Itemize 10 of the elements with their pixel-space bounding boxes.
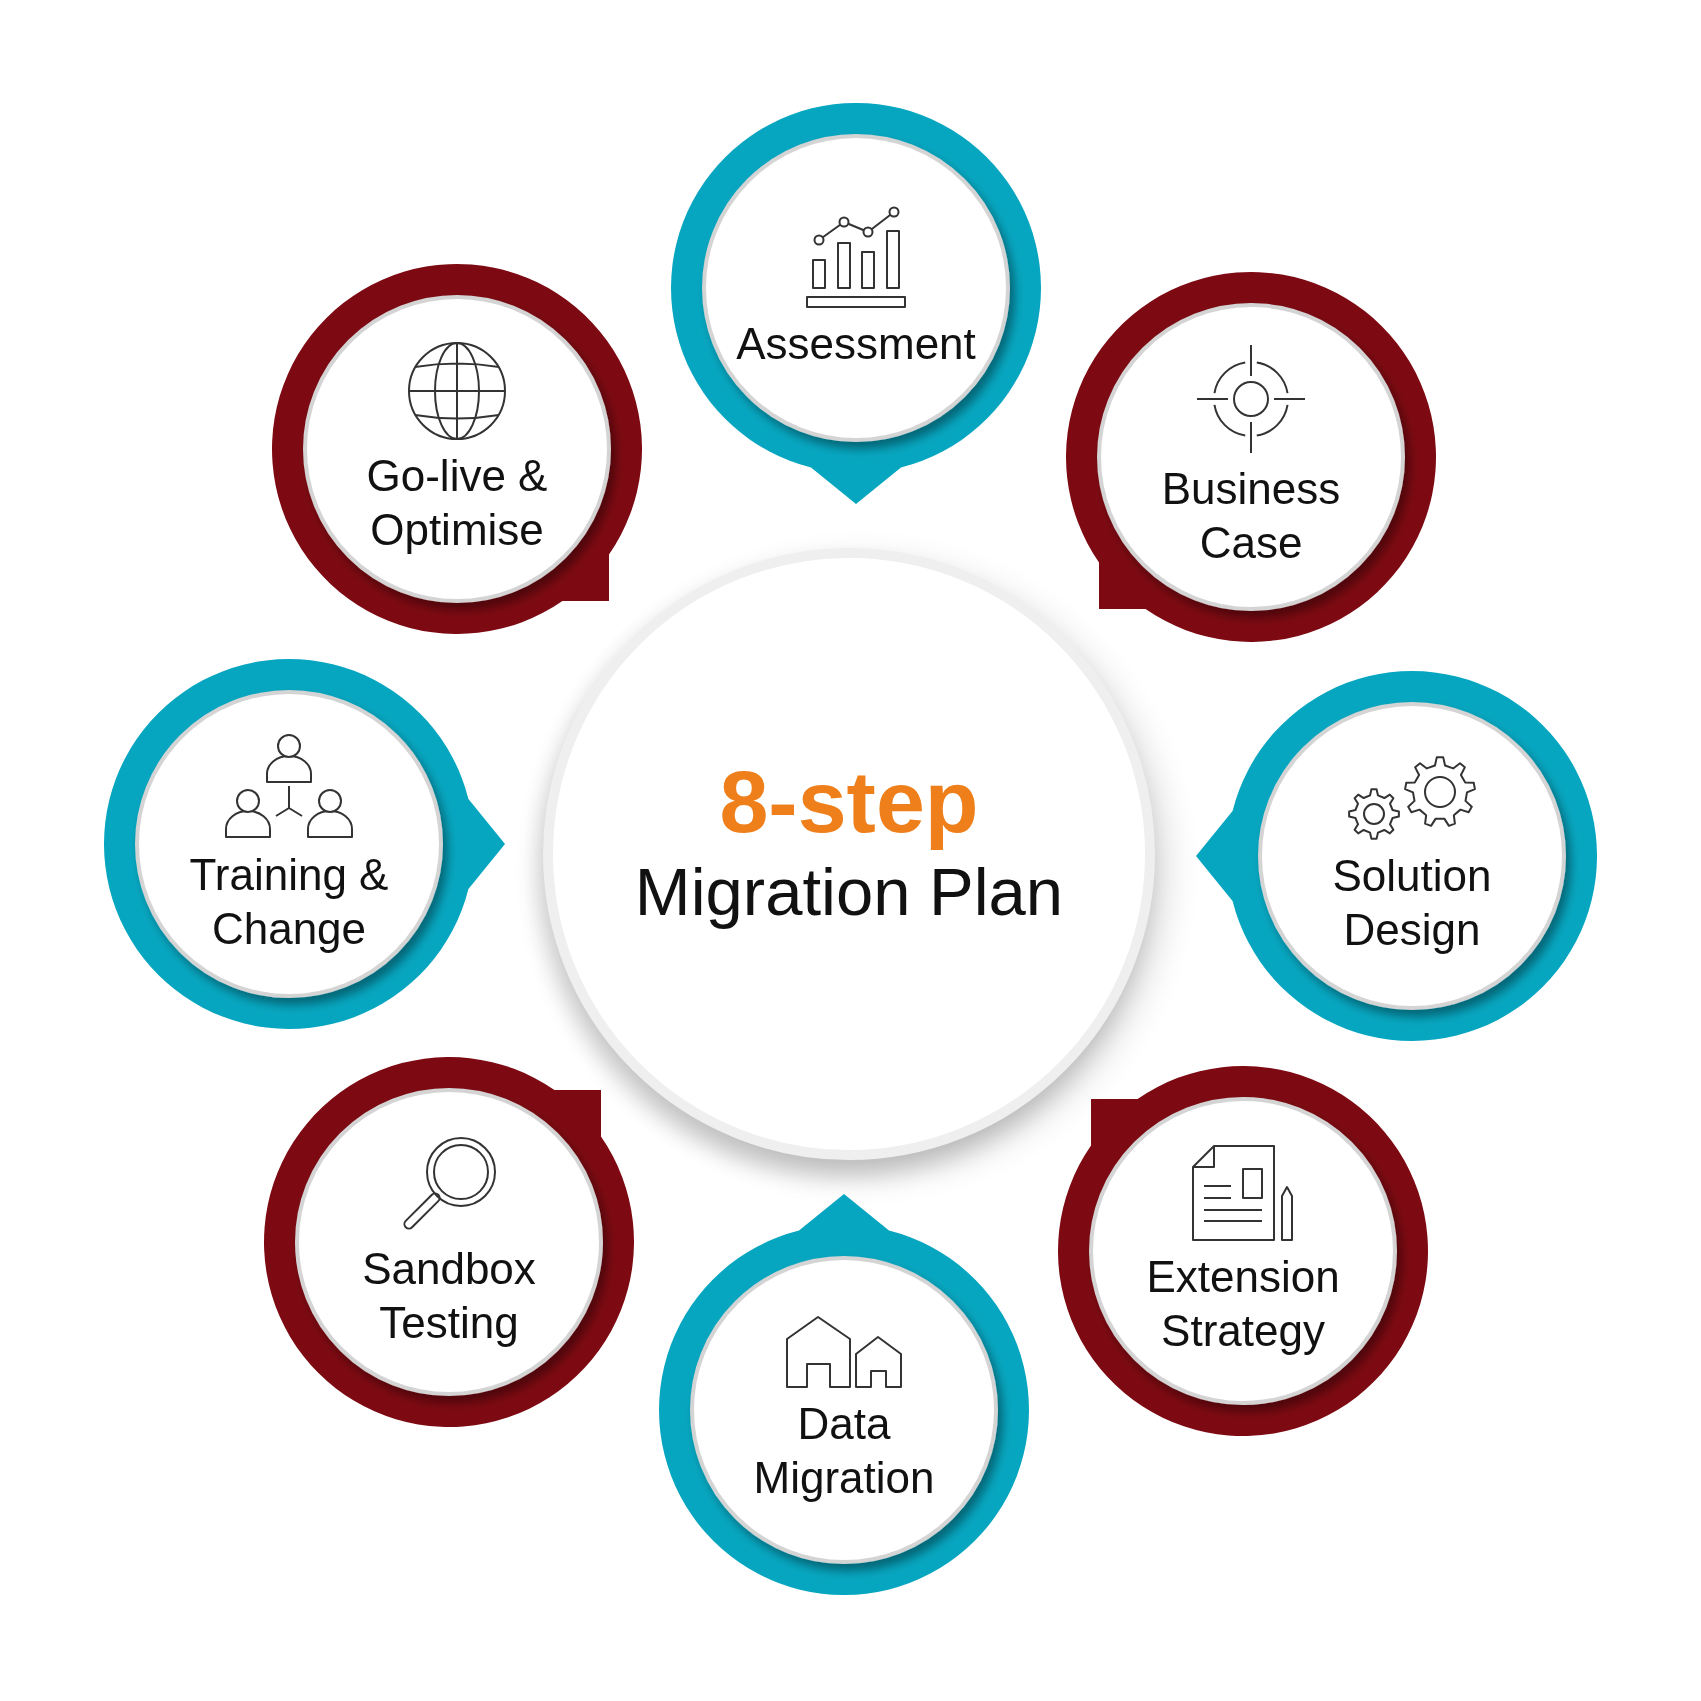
step-label: Data Migration bbox=[752, 1398, 936, 1504]
step-label: Business Case bbox=[1160, 463, 1342, 569]
subheading-text: Migration Plan bbox=[634, 853, 1064, 931]
heading-text: 8-step bbox=[719, 752, 979, 852]
step-label: Assessment bbox=[735, 317, 977, 370]
step-label: Sandbox Testing bbox=[361, 1243, 537, 1349]
step-label: Extension Strategy bbox=[1145, 1251, 1341, 1357]
step-label: Solution Design bbox=[1331, 850, 1493, 956]
step-label: Go-live & Optimise bbox=[365, 450, 549, 556]
step-label: Training & Change bbox=[188, 849, 390, 955]
